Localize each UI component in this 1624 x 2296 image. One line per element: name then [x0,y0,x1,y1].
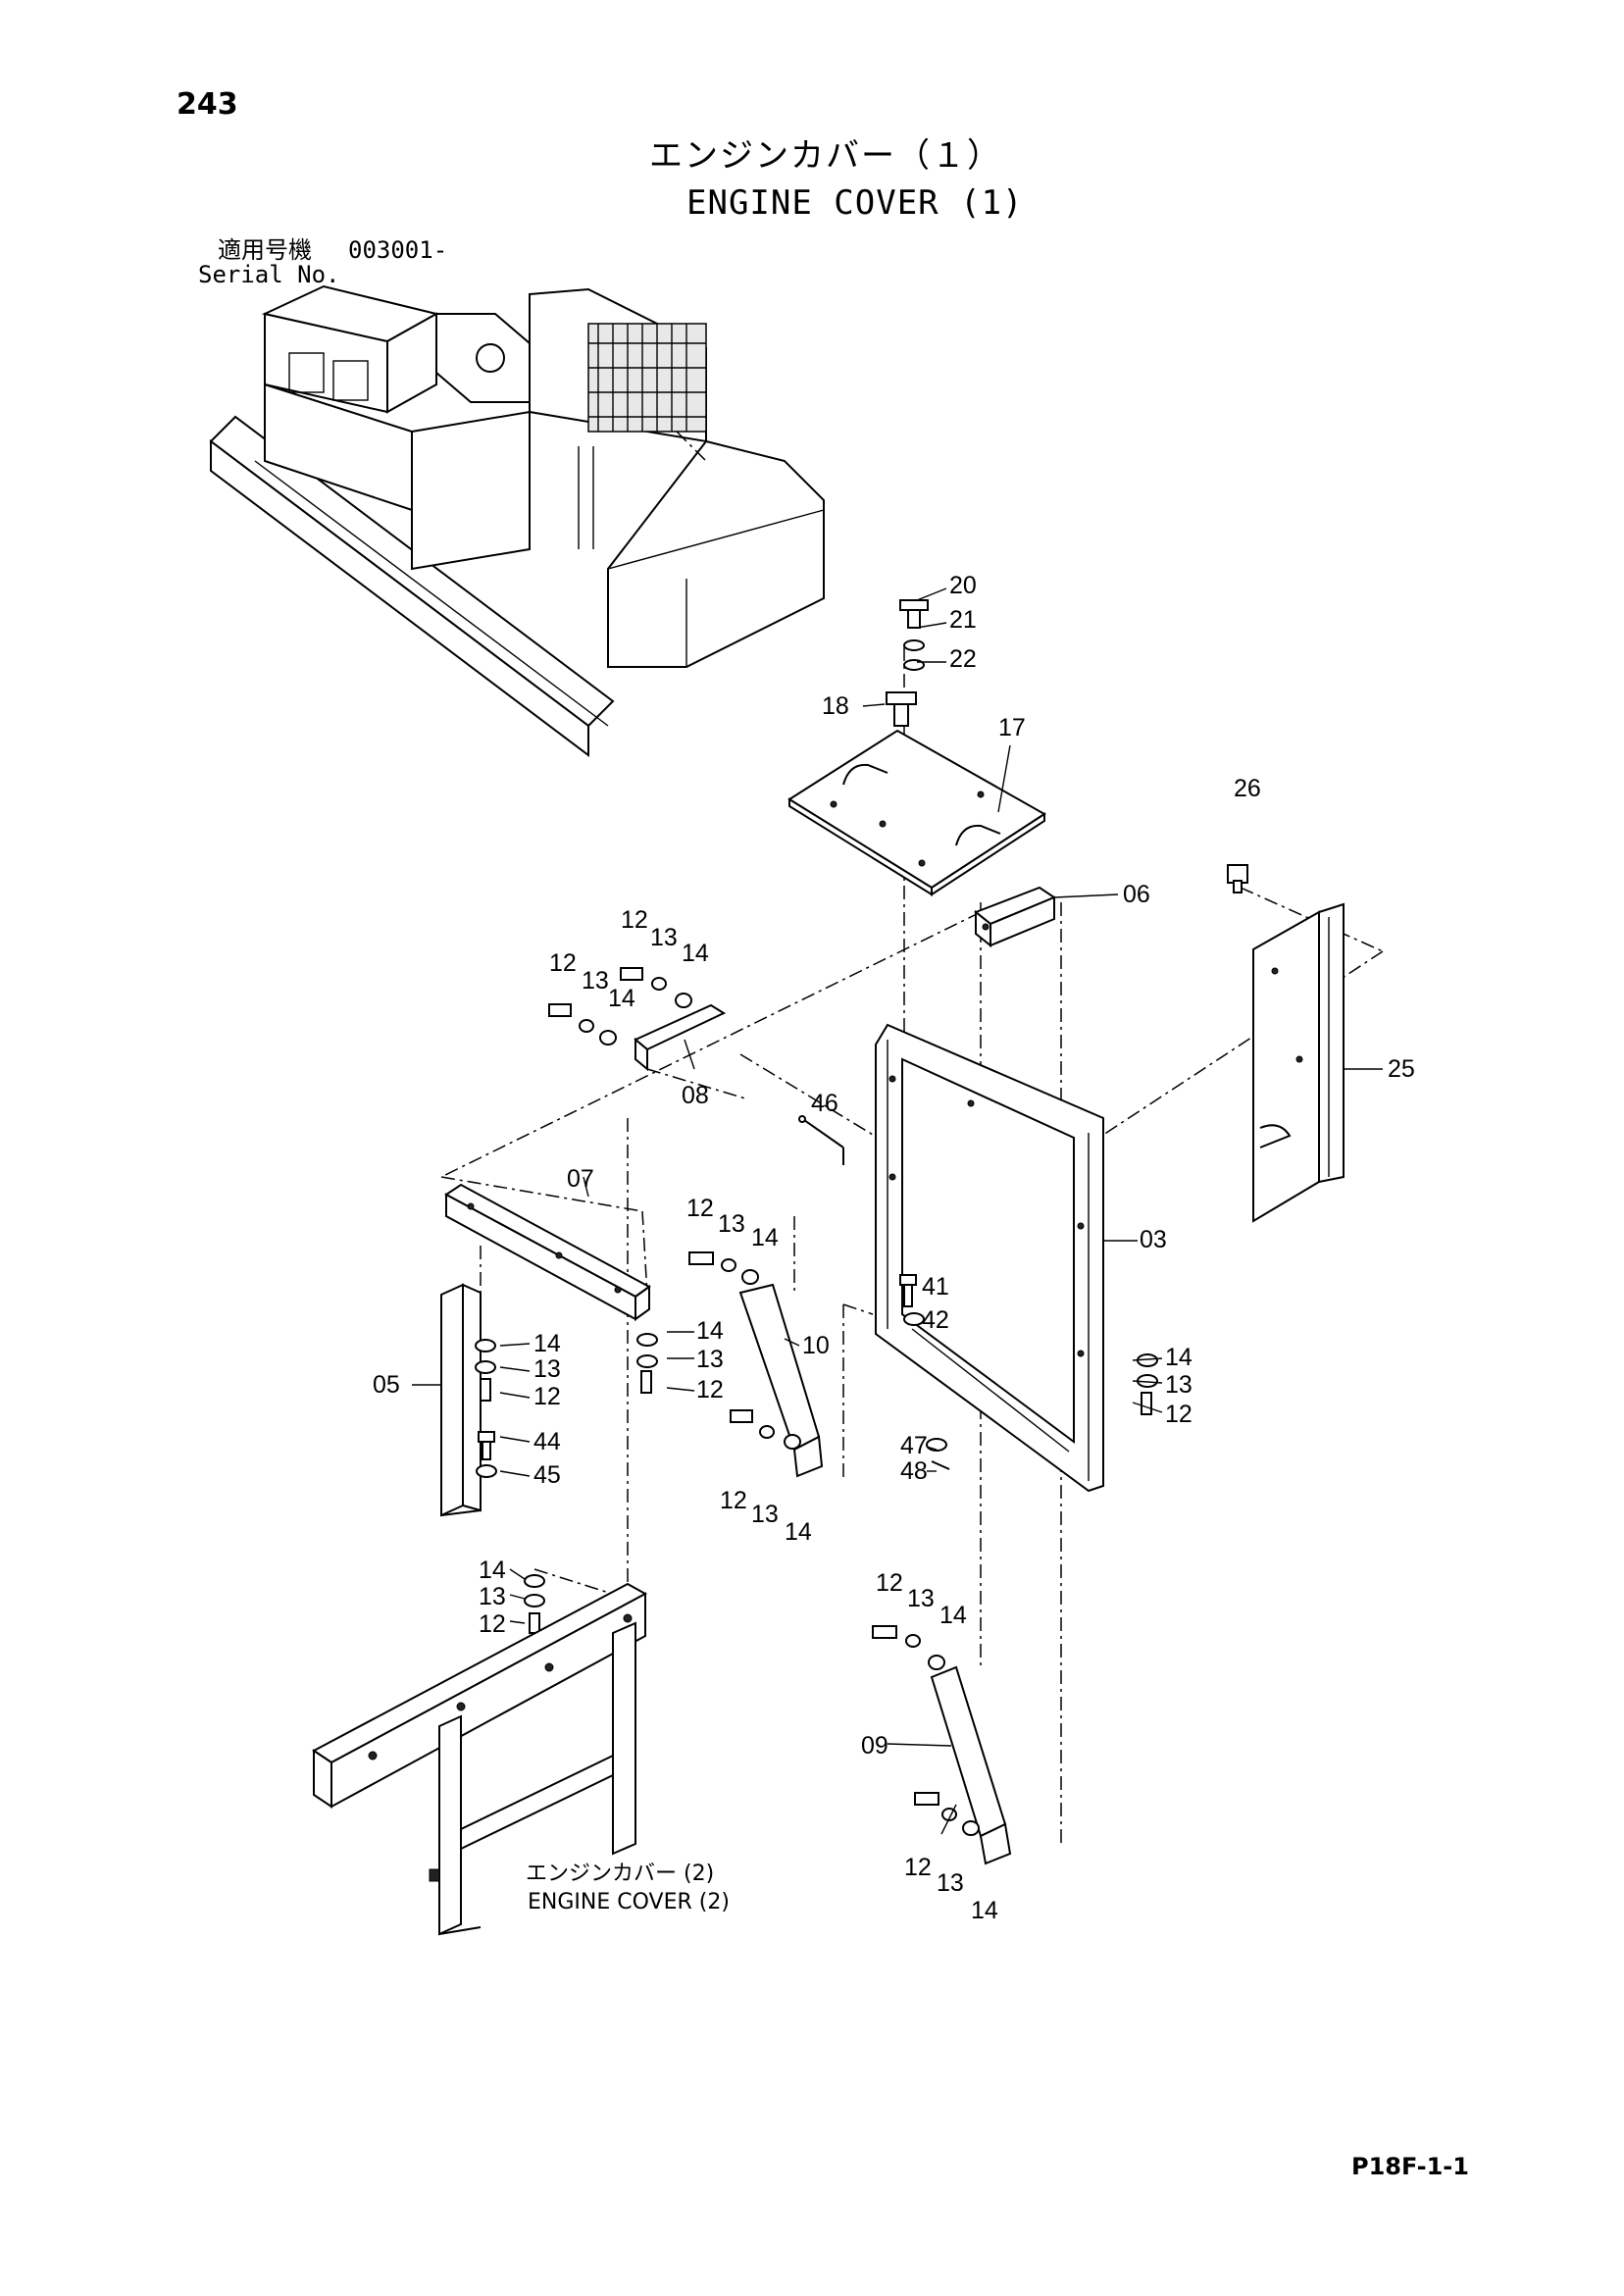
reference-label-japanese: エンジンカバー (2) [526,1862,715,1886]
part-07-cross-beam [444,1183,651,1321]
callout-13: 13 [751,1501,779,1528]
part-05-post-group [440,1283,497,1517]
callout-12: 12 [549,949,577,977]
part-09-brace-group [872,1625,1012,1865]
callout-17: 17 [998,714,1026,741]
serial-label-english: Serial No. [198,261,340,288]
top-cover-plate-group [787,599,1046,896]
part-03-main-frame [875,1023,1104,1493]
callout-13: 13 [650,924,678,951]
callout-14: 14 [785,1518,812,1546]
callout-25: 25 [1388,1055,1415,1083]
part-10-brace [730,1283,824,1478]
serial-number-value: 003001- [348,236,448,264]
callout-numbers: 20 21 22 18 17 26 06 25 12 13 14 12 13 1… [373,572,1415,1924]
callout-12: 12 [1165,1401,1193,1428]
callout-12: 12 [876,1569,903,1597]
part-08-bracket-group [548,967,727,1072]
callout-09: 09 [861,1732,888,1760]
frame-fastener-group [899,1274,1158,1470]
callout-13: 13 [907,1585,935,1612]
callout-07: 07 [567,1165,594,1193]
callout-13: 13 [937,1869,964,1897]
callout-14: 14 [533,1330,561,1357]
page-number: 243 [177,87,238,122]
callout-21: 21 [949,606,977,634]
callout-14: 14 [971,1897,998,1924]
callout-13: 13 [718,1210,745,1238]
callout-12: 12 [479,1610,506,1638]
side-panel-group [1227,864,1345,1223]
callout-14: 14 [751,1224,779,1251]
callout-20: 20 [949,572,977,599]
callout-26: 26 [1234,775,1261,802]
callout-13: 13 [533,1355,561,1383]
callout-14: 14 [1165,1344,1193,1371]
callout-13: 13 [582,967,609,995]
callout-47: 47 [900,1432,928,1459]
callout-12: 12 [686,1195,714,1222]
middle-fastener-stack [636,1251,759,1394]
callout-14: 14 [939,1602,967,1629]
part-46-rod [798,1115,844,1165]
radiator-grille-hatching [587,323,707,433]
callout-12: 12 [720,1487,747,1514]
callout-13: 13 [479,1583,506,1610]
callout-05: 05 [373,1371,400,1399]
callout-14: 14 [479,1556,506,1584]
callout-13: 13 [1165,1371,1193,1399]
callout-12: 12 [621,906,648,934]
engine-cover-2-frame [312,1574,648,1936]
serial-label-japanese: 適用号機 [218,236,312,264]
callout-12: 12 [696,1376,724,1403]
page-title-japanese: エンジンカバー（１） [649,136,1002,176]
callout-03: 03 [1140,1226,1167,1253]
callout-22: 22 [949,645,977,673]
callout-14: 14 [682,940,709,967]
callout-12: 12 [533,1383,561,1410]
callout-48: 48 [900,1457,928,1485]
callout-14: 14 [696,1317,724,1345]
callout-41: 41 [922,1273,949,1301]
callout-46: 46 [811,1090,838,1117]
callout-leader-lines [412,587,1383,1835]
callout-45: 45 [533,1461,561,1489]
callout-06: 06 [1123,881,1150,908]
callout-44: 44 [533,1428,561,1455]
reference-label-english: ENGINE COVER (2) [528,1890,730,1914]
callout-14: 14 [608,985,635,1012]
page-title-english: ENGINE COVER (1) [686,183,1024,223]
callout-42: 42 [922,1306,949,1334]
callout-13: 13 [696,1346,724,1373]
machine-overview-illustration [209,284,825,758]
callout-10: 10 [802,1332,830,1359]
callout-08: 08 [682,1082,709,1109]
part-06-bracket [974,886,1057,948]
footer-code: P18F-1-1 [1351,2153,1469,2180]
callout-12: 12 [904,1854,932,1881]
callout-18: 18 [822,692,849,720]
